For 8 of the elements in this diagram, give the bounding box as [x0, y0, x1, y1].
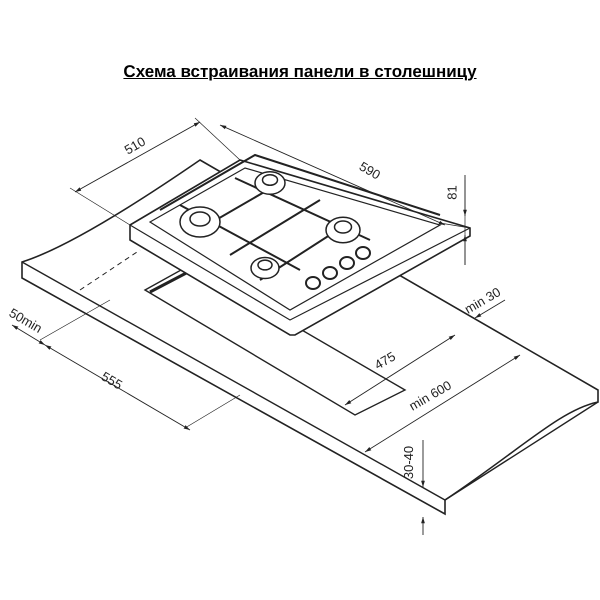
dimension-label: min 30	[461, 284, 503, 316]
dimension-label: 475	[372, 348, 398, 372]
dimension-label: 590	[356, 158, 383, 182]
title: Схема встраивания панели в столешницу	[122, 62, 478, 82]
dimension-label: min 600	[406, 376, 454, 414]
dimension-label: 510	[122, 133, 148, 157]
dimension-label: 81	[444, 184, 460, 200]
dimension-label: 30-40	[400, 445, 416, 479]
